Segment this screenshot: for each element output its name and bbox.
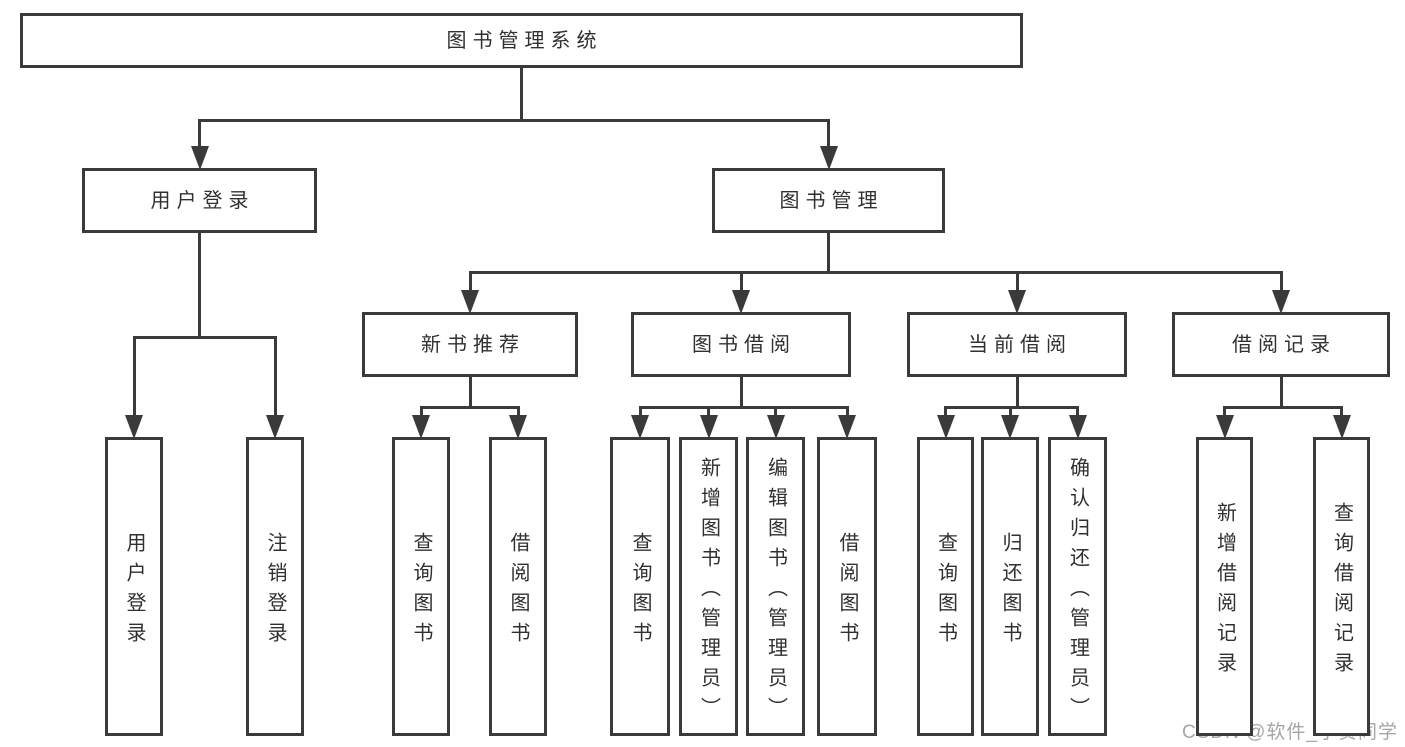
connector-line: [707, 406, 710, 419]
connector-line: [1223, 406, 1226, 419]
node-label: 借阅记录: [1232, 333, 1336, 356]
arrow-down-icon: [936, 415, 955, 439]
node-add-book-admin: 新增图书（管理员）: [679, 437, 738, 736]
arrow-down-icon: [190, 146, 209, 170]
arrow-down-icon: [838, 415, 856, 439]
connector-line: [827, 119, 830, 150]
node-query-books-current: 查询图书: [917, 437, 974, 736]
node-confirm-return-admin: 确认归还（管理员）: [1048, 437, 1107, 736]
node-label: 查询图书: [629, 531, 651, 652]
arrow-down-icon: [412, 415, 430, 439]
node-label: 归还图书: [999, 531, 1021, 652]
connector-line: [468, 376, 472, 409]
connector-line: [1279, 376, 1283, 409]
node-add-borrow-record: 新增借阅记录: [1196, 437, 1253, 736]
node-label: 新书推荐: [421, 333, 525, 356]
node-edit-book-admin: 编辑图书（管理员）: [746, 437, 805, 736]
node-book-management: 图书管理: [712, 168, 945, 233]
connector-line: [132, 336, 136, 419]
connector-line: [1223, 406, 1343, 409]
connector-line: [198, 119, 830, 122]
node-borrow-books: 借阅图书: [817, 437, 877, 736]
arrow-down-icon: [699, 415, 718, 439]
node-label: 图书管理系统: [446, 29, 603, 52]
node-borrowing-records: 借阅记录: [1172, 312, 1390, 377]
connector-line: [132, 336, 277, 339]
arrow-down-icon: [1068, 415, 1087, 439]
node-label: 当前借阅: [968, 333, 1072, 356]
connector-line: [198, 232, 201, 339]
arrow-down-icon: [266, 415, 284, 439]
node-label: 用户登录: [123, 531, 145, 652]
connector-line: [739, 271, 743, 294]
arrow-down-icon: [1272, 290, 1290, 314]
arrow-down-icon: [1001, 415, 1019, 439]
connector-line: [1015, 376, 1019, 409]
node-query-books-recommend: 查询图书: [392, 437, 450, 736]
connector-line: [827, 232, 830, 274]
node-label: 查询图书: [934, 531, 957, 652]
node-user-login: 用户登录: [82, 168, 317, 233]
node-label: 编辑图书（管理员）: [764, 456, 787, 727]
connector-line: [468, 271, 472, 294]
connector-line: [419, 406, 520, 409]
node-label: 借阅图书: [507, 531, 529, 652]
node-query-books-borrowing: 查询图书: [610, 437, 670, 736]
connector-line: [774, 406, 777, 419]
node-label: 注销登录: [264, 531, 286, 652]
node-query-borrow-record: 查询借阅记录: [1313, 437, 1370, 736]
arrow-down-icon: [766, 415, 785, 439]
arrow-down-icon: [1332, 415, 1351, 439]
arrow-down-icon: [1008, 290, 1026, 314]
arrow-down-icon: [1215, 415, 1234, 439]
arrow-down-icon: [125, 415, 143, 439]
connector-line: [1008, 406, 1012, 419]
node-label: 确认归还（管理员）: [1066, 456, 1089, 727]
connector-line: [520, 67, 523, 122]
connector-line: [638, 406, 849, 409]
connector-line: [739, 376, 743, 409]
node-logout-leaf: 注销登录: [246, 437, 304, 736]
connector-line: [273, 336, 277, 419]
arrow-down-icon: [631, 415, 649, 439]
node-label: 用户登录: [150, 189, 255, 212]
connector-line: [1340, 406, 1343, 419]
node-label: 查询图书: [410, 531, 432, 652]
connector-line: [638, 406, 642, 419]
connector-line: [944, 406, 1079, 409]
node-book-borrowing: 图书借阅: [631, 312, 851, 377]
node-label: 图书管理: [779, 189, 884, 212]
node-label: 图书借阅: [692, 333, 796, 356]
arrow-down-icon: [819, 146, 838, 170]
connector-line: [1279, 271, 1283, 294]
node-label: 查询借阅记录: [1330, 501, 1353, 682]
arrow-down-icon: [732, 290, 750, 314]
node-root: 图书管理系统: [20, 13, 1023, 68]
node-borrow-books-recommend: 借阅图书: [489, 437, 547, 736]
connector-line: [944, 406, 947, 419]
arrow-down-icon: [509, 415, 527, 439]
connector-line: [419, 406, 423, 419]
node-current-borrowing: 当前借阅: [907, 312, 1127, 377]
node-label: 借阅图书: [836, 531, 858, 652]
connector-line: [1015, 271, 1019, 294]
node-label: 新增借阅记录: [1213, 501, 1236, 682]
connector-line: [845, 406, 849, 419]
node-new-book-recommend: 新书推荐: [362, 312, 578, 377]
node-label: 新增图书（管理员）: [697, 456, 720, 727]
connector-line: [1076, 406, 1079, 419]
connector-line: [198, 119, 201, 150]
connector-line: [468, 271, 1283, 274]
arrow-down-icon: [461, 290, 479, 314]
node-return-book: 归还图书: [981, 437, 1039, 736]
node-user-login-leaf: 用户登录: [105, 437, 163, 736]
connector-line: [516, 406, 520, 419]
